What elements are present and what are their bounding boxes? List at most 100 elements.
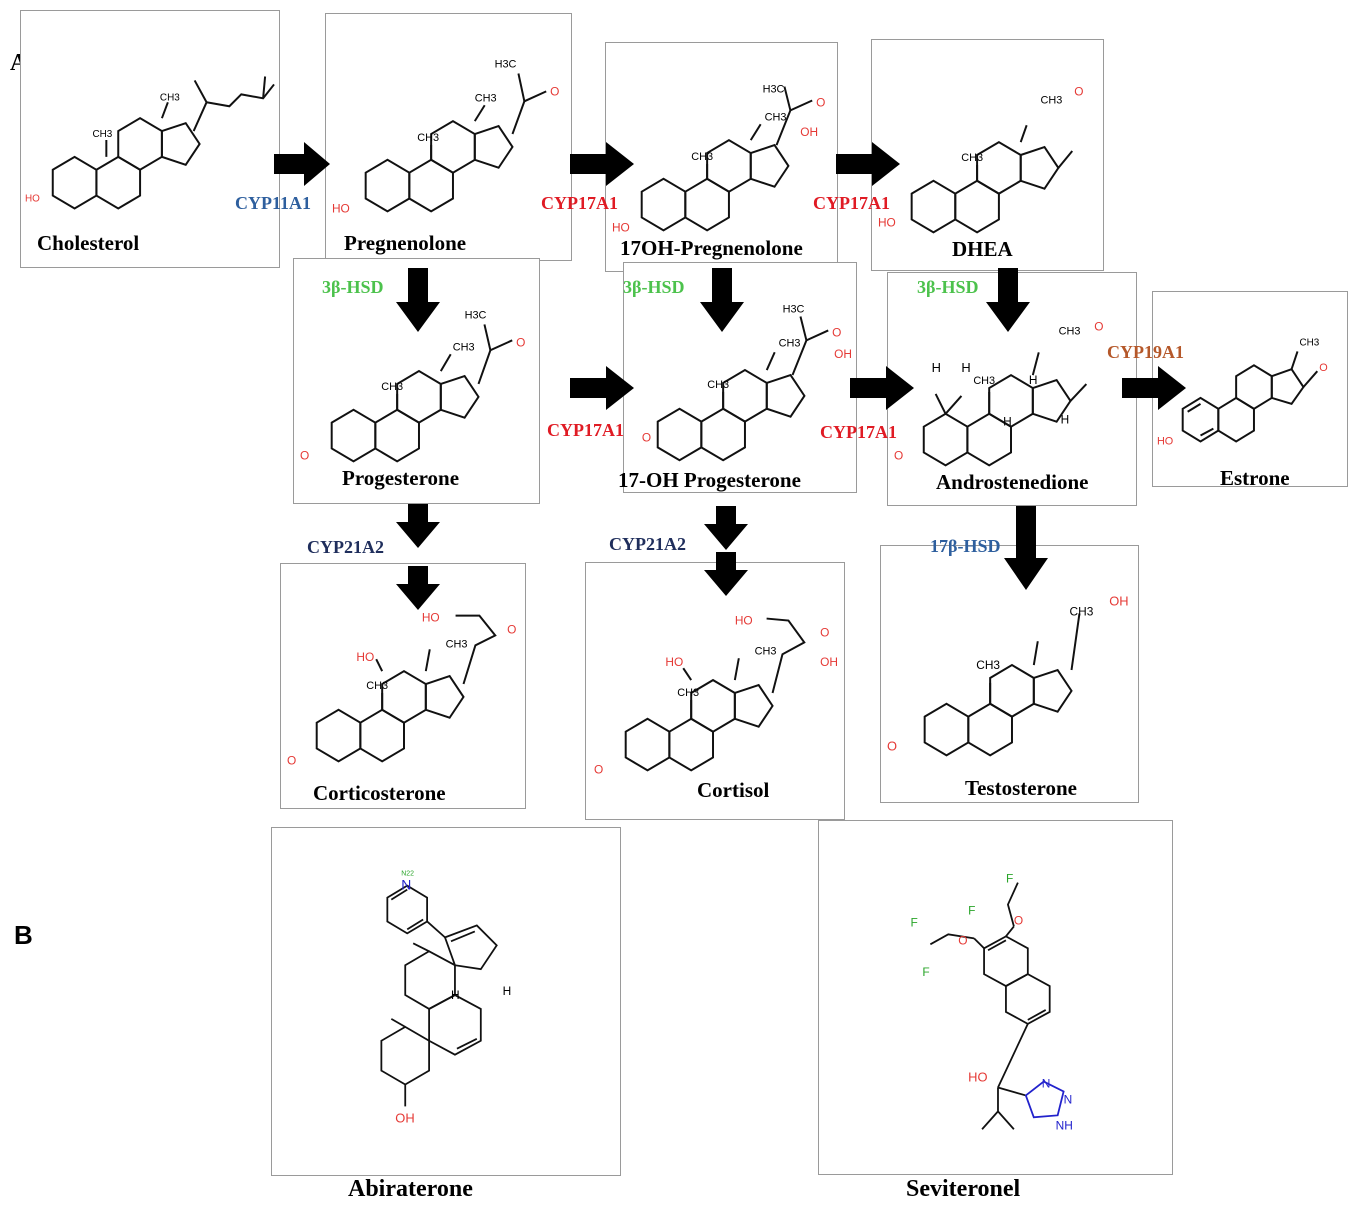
atom-label: O <box>894 448 903 462</box>
structure-box-17oh-progesterone: CH3 CH3 H3C O OH O 17-OH Progesterone <box>618 262 857 493</box>
structure-box-testosterone: CH3 CH3 OH O Testosterone <box>880 545 1139 803</box>
atom-label: H <box>961 360 970 375</box>
atom-label: HO <box>1157 435 1173 447</box>
atom-label: CH3 <box>92 129 112 140</box>
atom-label: F <box>1006 872 1013 886</box>
atom-label: CH3 <box>475 92 497 104</box>
arrow-down <box>986 268 1030 332</box>
atom-label: H <box>1061 413 1070 427</box>
atom-label: N <box>401 877 411 893</box>
atom-label: N <box>1042 1076 1051 1090</box>
atom-label: F <box>910 915 917 929</box>
compound-name-cholesterol: Cholesterol <box>37 231 140 255</box>
structure-box-pregnenolone: CH3 CH3 H3C O HO Pregnenolone <box>325 13 572 261</box>
arrow-right <box>850 366 914 410</box>
atom-label: F <box>922 965 929 979</box>
structure-box-corticosterone: CH3 CH3 HO HO O O Corticosterone <box>280 563 526 809</box>
arrow-right <box>836 142 900 186</box>
atom-label: O <box>816 95 825 109</box>
pregnenolone-structure: CH3 CH3 H3C O HO <box>332 59 559 216</box>
atom-label: CH3 <box>707 379 729 391</box>
atom-label: O <box>958 933 967 947</box>
compound-name-17oh-pregnenolone: 17OH-Pregnenolone <box>620 236 803 260</box>
enzyme-label-3b-hsd: 3β-HSD <box>623 277 685 297</box>
atom-label: OH <box>800 125 818 139</box>
atom-label: CH3 <box>366 680 388 692</box>
atom-label: CH3 <box>1070 604 1094 618</box>
cortisol-structure: CH3 CH3 HO HO O OH O <box>594 614 838 777</box>
enzyme-label-3b-hsd: 3β-HSD <box>917 277 979 297</box>
cholesterol-structure: CH3 CH3 HO <box>25 76 275 210</box>
compound-name-estrone: Estrone <box>1220 466 1290 490</box>
atom-label: O <box>887 738 897 753</box>
enzyme-label-cyp17a1: CYP17A1 <box>541 193 618 213</box>
atom-label: F <box>968 903 975 917</box>
atom-label: HO <box>735 614 753 628</box>
atom-label: O <box>516 335 525 349</box>
atom-label: O <box>1074 85 1083 99</box>
atom-label: OH <box>820 655 838 669</box>
arrow-down <box>1004 506 1048 590</box>
structure-box-cortisol: CH3 CH3 HO HO O OH O Cortisol <box>585 562 845 820</box>
atom-label: H3C <box>763 84 785 96</box>
compound-name-testosterone: Testosterone <box>965 776 1077 800</box>
structure-box-dhea: CH3 CH3 O HO DHEA <box>871 39 1104 271</box>
atom-label: CH3 <box>779 337 801 349</box>
atom-label: HO <box>665 655 683 669</box>
17oh-progesterone-structure: CH3 CH3 H3C O OH O <box>642 304 852 462</box>
atom-label: CH3 <box>453 341 475 353</box>
compound-name-17oh-progesterone: 17-OH Progesterone <box>618 468 801 492</box>
arrow-down <box>396 504 440 548</box>
arrow-right <box>1122 366 1186 410</box>
atom-label: CH3 <box>677 687 699 699</box>
compound-name-androstenedione: Androstenedione <box>936 470 1089 494</box>
atom-label: H <box>1003 415 1012 429</box>
arrow-right <box>274 142 330 186</box>
androstenedione-structure: H H CH3 CH3 H H H O O <box>894 320 1104 467</box>
atom-label: CH3 <box>1299 337 1319 348</box>
arrow-down <box>700 268 744 332</box>
atom-label: OH <box>1109 594 1128 609</box>
enzyme-label-cyp17a1: CYP17A1 <box>547 420 624 440</box>
panel-label-b: B <box>14 920 33 950</box>
atom-label: O <box>1319 362 1327 374</box>
structure-box-abiraterone: N N22 H H OH <box>271 827 621 1176</box>
compound-name-corticosterone: Corticosterone <box>313 781 446 805</box>
drug-name-seviteronel: Seviteronel <box>906 1176 1021 1202</box>
atom-label: NH <box>1056 1118 1073 1132</box>
atom-label: H <box>451 988 460 1002</box>
atom-label: H <box>932 360 941 375</box>
atom-label: O <box>507 622 516 636</box>
progesterone-structure: CH3 CH3 H3C O O <box>300 310 525 463</box>
atom-label: N <box>1064 1092 1073 1106</box>
atom-label: HO <box>878 215 896 229</box>
arrow-down <box>704 552 748 596</box>
arrow-down <box>396 268 440 332</box>
enzyme-label-cyp21a2: CYP21A2 <box>307 537 384 557</box>
atom-label: CH3 <box>446 638 468 650</box>
drug-name-abiraterone: Abiraterone <box>348 1176 473 1202</box>
atom-label: CH3 <box>381 381 403 393</box>
abiraterone-structure: N N22 H H OH <box>380 871 511 1125</box>
atom-label: CH3 <box>160 92 180 103</box>
arrow-right <box>570 142 634 186</box>
enzyme-label-cyp17a1: CYP17A1 <box>820 422 897 442</box>
structure-box-17oh-pregnenolone: CH3 CH3 H3C O OH HO 17OH-Pregnenolone <box>605 42 838 272</box>
atom-label: CH3 <box>1059 325 1081 337</box>
atom-label: CH3 <box>961 152 983 164</box>
atom-label: OH <box>395 1110 414 1125</box>
enzyme-label-cyp19a1: CYP19A1 <box>1107 342 1184 362</box>
atom-label: O <box>1094 320 1103 334</box>
atom-label: O <box>832 325 841 339</box>
atom-label: CH3 <box>691 151 713 163</box>
enzyme-label-cyp11a1: CYP11A1 <box>235 193 311 213</box>
structure-box-seviteronel: HO N N NH O O F F F F <box>818 820 1173 1175</box>
enzyme-label-cyp17a1: CYP17A1 <box>813 193 890 213</box>
atom-label: HO <box>356 650 374 664</box>
atom-label: HO <box>332 201 350 215</box>
dhea-structure: CH3 CH3 O HO <box>878 85 1083 234</box>
atom-label: CH3 <box>755 645 777 657</box>
structure-box-cholesterol: CH3 CH3 HO Cholesterol <box>20 10 280 268</box>
atom-label: OH <box>834 347 852 361</box>
arrow-down <box>704 506 748 550</box>
